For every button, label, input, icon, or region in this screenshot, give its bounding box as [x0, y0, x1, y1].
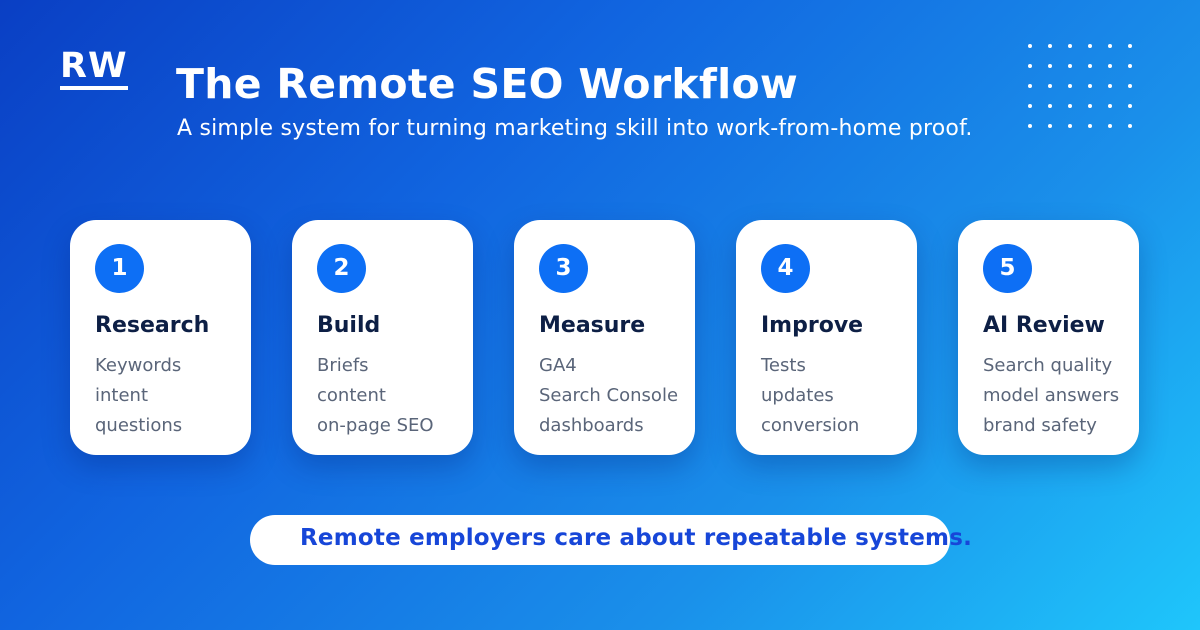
decorative-dot: [1048, 84, 1052, 88]
decorative-dot: [1088, 84, 1092, 88]
step-detail: Search Console: [539, 385, 679, 406]
decorative-dot: [1128, 104, 1132, 108]
step-title: Build: [317, 313, 381, 338]
decorative-dot: [1028, 104, 1032, 108]
step-detail: dashboards: [539, 415, 644, 436]
step-number-badge: 3: [539, 244, 588, 293]
decorative-dot: [1128, 64, 1132, 68]
step-details: Tests updates conversion: [761, 351, 859, 441]
step-detail: GA4: [539, 355, 577, 376]
step-number-badge: 1: [95, 244, 144, 293]
decorative-dot: [1028, 124, 1032, 128]
step-details: Search quality model answers brand safet…: [983, 351, 1119, 441]
decorative-dot: [1028, 44, 1032, 48]
decorative-dot: [1088, 104, 1092, 108]
callout-banner: [250, 515, 950, 565]
step-detail: questions: [95, 415, 183, 436]
decorative-dot: [1028, 84, 1032, 88]
step-details: Keywords intent questions: [95, 351, 182, 441]
step-title: Improve: [761, 313, 864, 338]
decorative-dot: [1028, 64, 1032, 68]
step-detail: Tests: [761, 355, 806, 376]
step-title: Research: [95, 313, 210, 338]
decorative-dot: [1048, 124, 1052, 128]
step-detail: model answers: [983, 385, 1120, 406]
decorative-dot: [1108, 64, 1112, 68]
decorative-dot: [1068, 124, 1072, 128]
decorative-dot: [1088, 64, 1092, 68]
decorative-dot-grid: [1026, 42, 1146, 142]
step-detail: Search quality: [983, 355, 1113, 376]
step-detail: Keywords: [95, 355, 182, 376]
step-detail: on-page SEO: [317, 415, 434, 436]
page-title: The Remote SEO Workflow: [176, 60, 799, 108]
callout-text: Remote employers care about repeatable s…: [300, 525, 973, 551]
decorative-dot: [1048, 44, 1052, 48]
decorative-dot: [1128, 84, 1132, 88]
decorative-dot: [1088, 124, 1092, 128]
step-details: Briefs content on-page SEO: [317, 351, 434, 441]
step-detail: brand safety: [983, 415, 1097, 436]
decorative-dot: [1068, 64, 1072, 68]
step-details: GA4 Search Console dashboards: [539, 351, 678, 441]
page-subtitle: A simple system for turning marketing sk…: [177, 116, 973, 141]
step-detail: intent: [95, 385, 149, 406]
decorative-dot: [1068, 104, 1072, 108]
step-title: Measure: [539, 313, 646, 338]
decorative-dot: [1128, 44, 1132, 48]
decorative-dot: [1068, 44, 1072, 48]
step-detail: Briefs: [317, 355, 369, 376]
decorative-dot: [1088, 44, 1092, 48]
step-card-measure: 3 Measure GA4 Search Console dashboards: [514, 220, 695, 455]
decorative-dot: [1128, 124, 1132, 128]
step-detail: updates: [761, 385, 834, 406]
step-detail: content: [317, 385, 386, 406]
step-detail: conversion: [761, 415, 860, 436]
step-number-badge: 5: [983, 244, 1032, 293]
step-number-badge: 2: [317, 244, 366, 293]
step-card-research: 1 Research Keywords intent questions: [70, 220, 251, 455]
step-card-ai-review: 5 AI Review Search quality model answers…: [958, 220, 1139, 455]
decorative-dot: [1108, 44, 1112, 48]
step-card-build: 2 Build Briefs content on-page SEO: [292, 220, 473, 455]
decorative-dot: [1108, 104, 1112, 108]
decorative-dot: [1048, 104, 1052, 108]
decorative-dot: [1068, 84, 1072, 88]
step-card-improve: 4 Improve Tests updates conversion: [736, 220, 917, 455]
step-number-badge: 4: [761, 244, 810, 293]
logo: RW: [60, 48, 128, 90]
decorative-dot: [1108, 84, 1112, 88]
decorative-dot: [1048, 64, 1052, 68]
decorative-dot: [1108, 124, 1112, 128]
step-title: AI Review: [983, 313, 1105, 338]
